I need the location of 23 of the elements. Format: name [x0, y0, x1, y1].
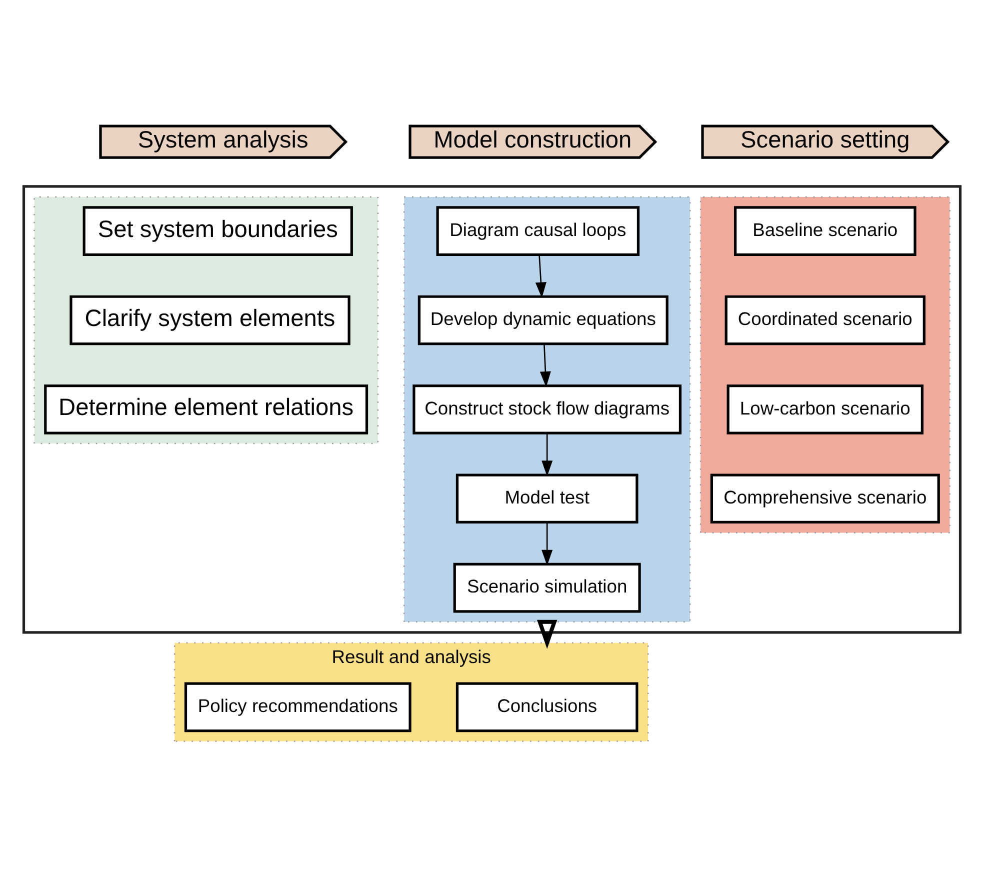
node-box: Model test — [456, 473, 638, 524]
node-box: Low-carbon scenario — [726, 384, 924, 434]
arrow — [540, 344, 551, 387]
node-box: Set system boundaries — [82, 206, 353, 256]
node-box: Comprehensive scenario — [710, 473, 940, 524]
node-box: Policy recommendations — [184, 682, 412, 732]
cluster — [34, 196, 379, 444]
arrow — [542, 522, 553, 566]
node-box: Determine element relations — [44, 384, 368, 434]
arrow — [536, 619, 558, 648]
node-box: Clarify system elements — [70, 294, 350, 345]
node-box: Conclusions — [456, 682, 638, 732]
cluster — [700, 196, 950, 533]
cluster — [22, 184, 962, 634]
node-box: Baseline scenario — [734, 206, 916, 256]
node-box: Diagram causal loops — [436, 206, 640, 256]
node-box: Construct stock flow diagrams — [412, 384, 682, 434]
cluster — [403, 196, 691, 622]
arrow — [542, 432, 553, 476]
arrow — [535, 254, 546, 298]
node-box: Develop dynamic equations — [418, 294, 668, 345]
node-box: Coordinated scenario — [724, 294, 926, 345]
node-box: Scenario simulation — [453, 562, 641, 612]
